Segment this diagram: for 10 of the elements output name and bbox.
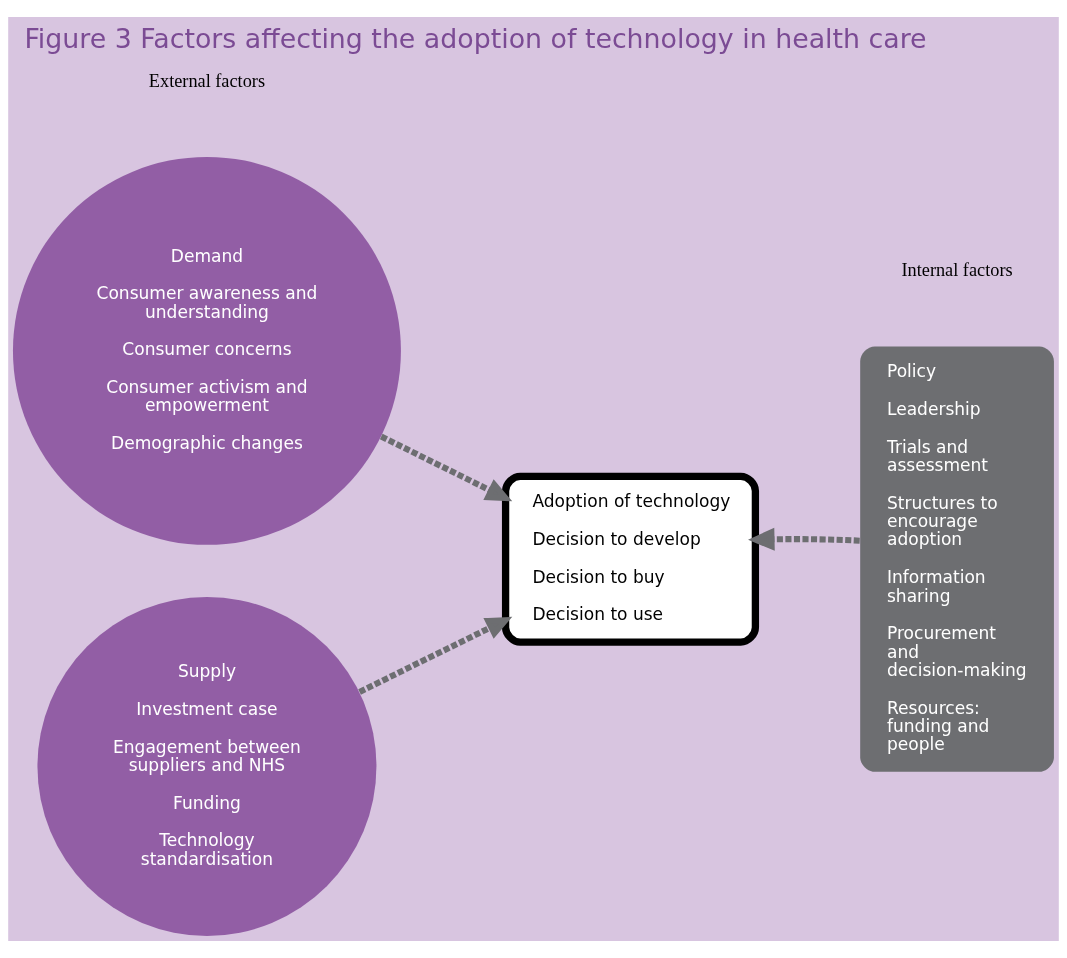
label: External factors: [148, 71, 266, 92]
node-circle: Demand Consumer awareness and understanding Consumer concerns Consumer activism and empowerment Demographic changes: [12, 156, 401, 545]
arrow: [358, 616, 513, 695]
label: Internal factors: [901, 259, 1013, 280]
arrow: [379, 433, 513, 502]
node-box: Adoption of technology Decision to develop Decision to buy Decision to use: [501, 472, 760, 646]
arrow: [748, 527, 860, 551]
diagram-title: Figure 3 Factors affecting the adoption of technology in health care: [24, 23, 927, 55]
node-box: Policy Leadership Trials and assessment Structures to encourage adoption Information sharing Procurement and decision-making Resources: funding and people: [860, 346, 1054, 772]
node-circle: Supply Investment case Engagement between suppliers and NHS Funding Technology standardisation: [37, 596, 377, 936]
